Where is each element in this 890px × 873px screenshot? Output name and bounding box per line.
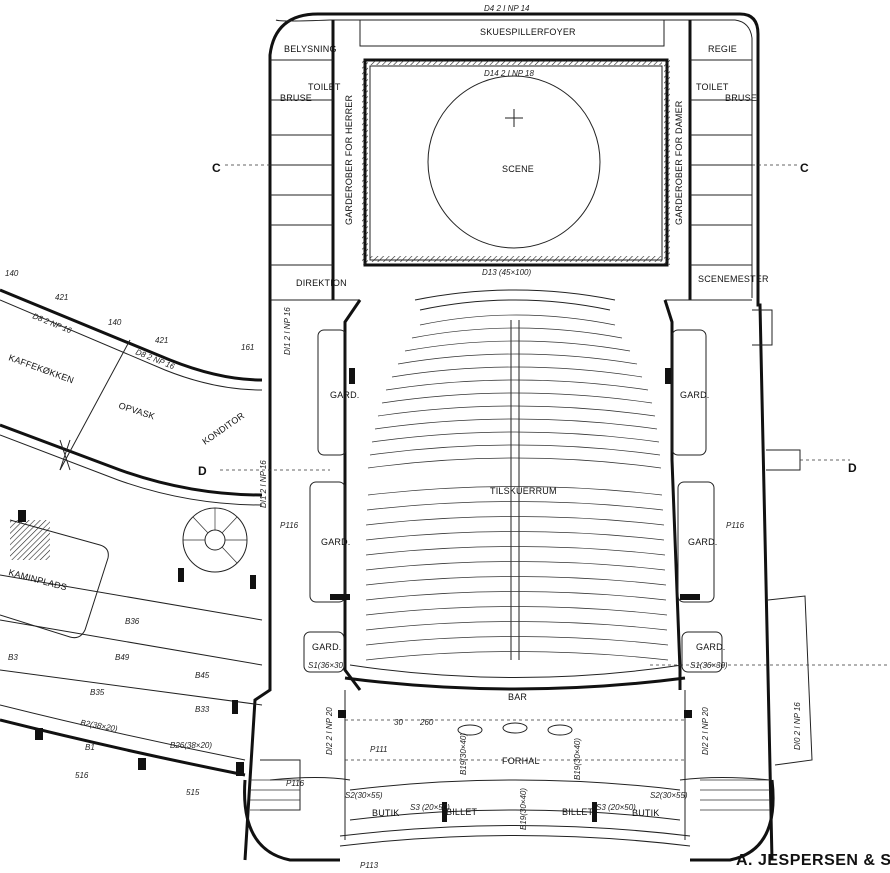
architect-signature: A. JESPERSEN & SØN: [736, 852, 890, 869]
label-belysning: BELYSNING: [284, 44, 337, 54]
dim-b36: B36: [125, 617, 140, 626]
dim-516: 516: [75, 771, 89, 780]
foyer-walls: [243, 300, 775, 862]
dim-d8-1: D8 2 NP 16: [31, 312, 73, 336]
section-d-left: D: [198, 464, 207, 478]
dim-b19-3: B19(30×40): [573, 738, 582, 780]
label-scene: SCENE: [502, 164, 534, 174]
dim-d12-r: DI2 2 I NP 20: [701, 707, 710, 755]
label-gard-3: GARD.: [321, 537, 351, 547]
label-kaminplads: KAMINPLADS: [7, 567, 68, 592]
label-gard-1: GARD.: [330, 390, 360, 400]
dim-b35: B35: [90, 688, 105, 697]
label-bruse-left: BRUSE: [280, 93, 312, 103]
dim-421b: 421: [155, 336, 168, 345]
dim-260: 260: [419, 718, 434, 727]
dim-p116-mid: P116: [286, 779, 305, 788]
outer-walls: [268, 12, 774, 861]
dim-b2: B2(38×20): [80, 718, 119, 733]
label-billet-1: BILLET: [446, 807, 478, 817]
section-d-right: D: [848, 461, 857, 475]
label-toilet-right: TOILET: [696, 82, 729, 92]
label-gard-5: GARD.: [312, 642, 342, 652]
dim-161: 161: [241, 343, 254, 352]
label-gard-4: GARD.: [688, 537, 718, 547]
dim-p111: P111: [370, 745, 388, 754]
left-wing: [0, 164, 330, 777]
dim-p116-l: P116: [280, 521, 299, 530]
dim-b3: B3: [8, 653, 18, 662]
section-markers: C C D D: [198, 161, 857, 478]
dim-b19-2: B19(30×40): [519, 788, 528, 830]
dim-s3-r: S3 (20×50): [596, 803, 636, 812]
label-garderober-damer: GARDEROBER FOR DAMER: [674, 100, 684, 225]
label-kaffekokken: KAFFEKØKKEN: [7, 352, 75, 385]
dim-d13: D13 (45×100): [482, 268, 531, 277]
seating-upper: [367, 314, 662, 469]
label-forhal: FORHAL: [502, 756, 540, 766]
section-c-left: C: [212, 161, 221, 175]
dim-s2-l: S2(30×55): [345, 791, 383, 800]
dim-421a: 421: [55, 293, 68, 302]
dim-b1: B1: [85, 743, 95, 752]
cloakroom-counters: [303, 329, 723, 673]
dim-d11-r: DI1 2 I NP 16: [259, 460, 268, 508]
dim-b26: B26(38×20): [170, 741, 212, 750]
label-konditor: KONDITOR: [200, 410, 246, 446]
section-c-right: C: [800, 161, 809, 175]
label-direktion: DIREKTION: [296, 278, 347, 288]
label-gard-6: GARD.: [696, 642, 726, 652]
dim-d11-l: DI1 2 I NP 16: [283, 307, 292, 355]
label-tilskuerrum: TILSKUERRUM: [490, 486, 557, 496]
dim-s1-l: S1(36×30): [308, 661, 346, 670]
dim-b19-1: B19(30×40): [459, 733, 468, 775]
room-labels: BELYSNING REGIE SKUESPILLERFOYER TOILET …: [7, 27, 769, 818]
dim-b49: B49: [115, 653, 130, 662]
dim-d12-l: DI2 2 I NP 20: [325, 707, 334, 755]
dim-d4-top: D4 2 I NP 14: [484, 4, 530, 13]
dim-s3-l: S3 (20×50): [410, 803, 450, 812]
label-butik-1: BUTIK: [372, 808, 400, 818]
dim-d10: DI0 2 I NP 16: [793, 702, 802, 750]
label-butik-2: BUTIK: [632, 808, 660, 818]
dim-140b: 140: [108, 318, 122, 327]
label-gard-2: GARD.: [680, 390, 710, 400]
label-scenemester: SCENEMESTER: [698, 274, 769, 284]
label-opvask: OPVASK: [117, 400, 156, 421]
stage-revolve: [427, 75, 601, 249]
label-toilet-left: TOILET: [308, 82, 341, 92]
seating-lower: [365, 486, 669, 661]
dim-d14: D14 2 I NP 18: [484, 69, 535, 78]
dim-s1-r: S1(36×30): [690, 661, 728, 670]
label-garderober-herrer: GARDEROBER FOR HERRER: [344, 94, 354, 225]
label-regie: REGIE: [708, 44, 737, 54]
label-skuespillerfoyer: SKUESPILLERFOYER: [480, 27, 576, 37]
label-bar: BAR: [508, 692, 527, 702]
dim-p113: P113: [360, 861, 379, 870]
right-annex: [650, 164, 890, 766]
dimension-labels: D4 2 I NP 14 D14 2 I NP 18 D13 (45×100) …: [5, 4, 802, 870]
dim-p116-r: P116: [726, 521, 745, 530]
dim-b33: B33: [195, 705, 210, 714]
label-billet-2: BILLET: [562, 807, 594, 817]
dim-s2-r: S2(30×55): [650, 791, 688, 800]
label-bruse-right: BRUSE: [725, 93, 757, 103]
dim-b45: B45: [195, 671, 210, 680]
dim-515: 515: [186, 788, 200, 797]
dim-140a: 140: [5, 269, 19, 278]
auditorium-walls: [343, 289, 686, 691]
dim-30: 30: [394, 718, 403, 727]
